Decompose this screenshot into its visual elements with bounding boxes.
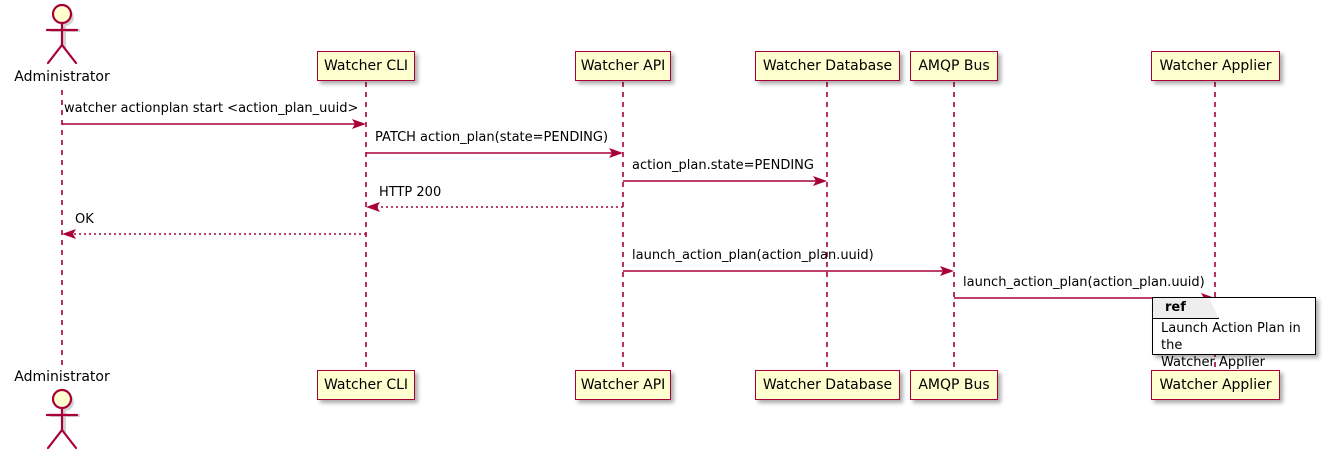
message-label-m4: HTTP 200 [379,185,442,200]
lifelines [61,82,1216,370]
participant-box-watcher-cli-bottom[interactable]: Watcher CLI [317,370,415,400]
participant-box-watcher-database-top[interactable]: Watcher Database [755,51,900,81]
message-arrow-m4 [366,202,623,212]
participant-label: Watcher API [580,58,666,74]
participant-label: Watcher Database [762,58,893,74]
ref-fragment-body: Launch Action Plan in the Watcher Applie… [1161,321,1301,370]
participant-box-amqp-bus-bottom[interactable]: AMQP Bus [910,370,998,400]
message-arrow-m2 [366,148,623,158]
message-label-m1: watcher actionplan start <action_plan_uu… [64,101,359,116]
participant-box-watcher-database-bottom[interactable]: Watcher Database [755,370,900,400]
participant-label: AMQP Bus [918,58,990,74]
actor-label-administrator-top: Administrator [14,69,110,85]
participant-box-watcher-cli-top[interactable]: Watcher CLI [317,51,415,81]
participant-label: Watcher CLI [323,377,409,393]
participant-label: Watcher Applier [1159,377,1272,393]
participant-label: Watcher API [580,377,666,393]
ref-fragment-tab: ref [1153,298,1219,319]
participant-box-watcher-api-top[interactable]: Watcher API [575,51,671,81]
message-arrows [62,119,1215,303]
ref-fragment: ref Launch Action Plan in the Watcher Ap… [1152,297,1316,370]
message-label-m2: PATCH action_plan(state=PENDING) [375,130,609,145]
participant-label: Watcher Applier [1159,58,1272,74]
participant-label: Watcher CLI [323,58,409,74]
participant-box-amqp-bus-top[interactable]: AMQP Bus [910,51,998,81]
message-label-m7: launch_action_plan(action_plan.uuid) [963,275,1205,290]
participant-box-watcher-applier-top[interactable]: Watcher Applier [1151,51,1280,81]
participant-label: Watcher Database [762,377,893,393]
message-arrow-m6 [623,266,954,276]
participant-box-watcher-api-bottom[interactable]: Watcher API [575,370,671,400]
participant-box-watcher-applier-bottom[interactable]: Watcher Applier [1151,370,1280,400]
message-label-m3: action_plan.state=PENDING [632,158,814,173]
message-label-m5: OK [75,212,94,227]
message-arrow-m3 [623,176,827,186]
message-label-m6: launch_action_plan(action_plan.uuid) [632,248,874,263]
actor-label-administrator-bottom: Administrator [14,369,110,385]
message-arrow-m5 [62,229,366,239]
actor-administrator-top [45,3,80,65]
message-arrow-m1 [62,119,366,129]
actor-administrator-bottom [45,388,80,450]
participant-label: AMQP Bus [918,377,990,393]
ref-fragment-tab-label: ref [1165,300,1186,315]
